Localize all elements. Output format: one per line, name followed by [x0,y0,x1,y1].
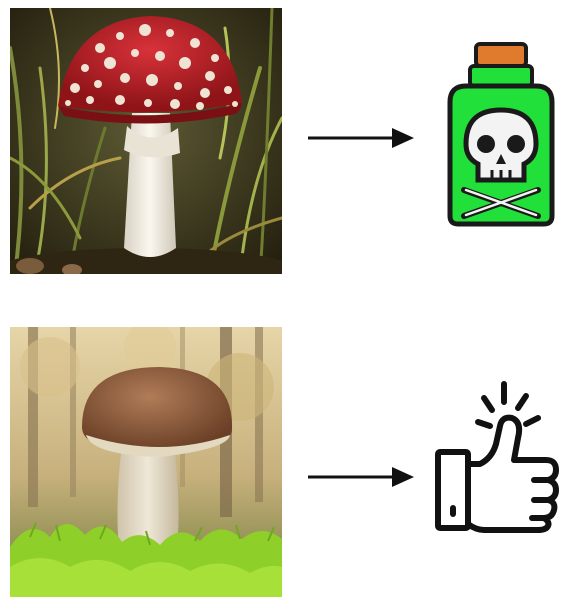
right-arrow-icon [306,126,416,150]
thumbs-up-icon [434,378,560,534]
fly-agaric-photo [10,8,282,274]
porcini-photo [10,327,282,597]
poison-bottle-skull-icon [440,40,560,228]
right-arrow-icon [306,465,416,489]
